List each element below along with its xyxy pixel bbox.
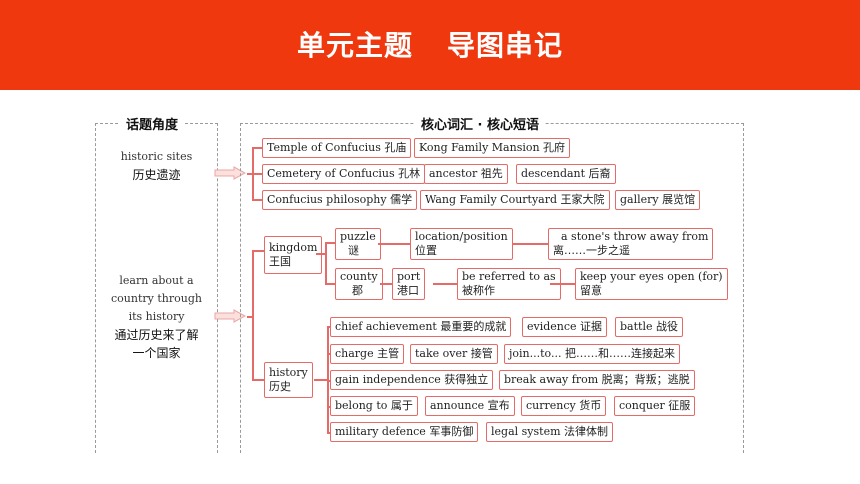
connector	[327, 406, 332, 408]
vocab-box: conquer 征服	[614, 396, 696, 416]
arrow-right-icon	[214, 309, 246, 323]
history-node: history 历史	[264, 362, 313, 398]
topic-learn-country: learn about a country through its histor…	[95, 272, 218, 362]
vocab-zh: 郡	[352, 284, 363, 297]
history-zh: 历史	[269, 380, 291, 393]
topic-panel: 话题角度	[95, 114, 218, 453]
vocab-box: Wang Family Courtyard 王家大院	[420, 190, 610, 210]
vocab-box: Kong Family Mansion 孔府	[414, 138, 571, 158]
vocab-box: Temple of Confucius 孔庙	[262, 138, 412, 158]
vocab-panel-header: 核心词汇 · 核心短语	[415, 114, 545, 133]
connector	[327, 380, 332, 382]
vocab-zh: 留意	[580, 284, 602, 297]
kingdom-node: kingdom 王国	[264, 236, 323, 274]
connector	[325, 242, 335, 244]
page-title: 单元主题 导图串记	[0, 24, 860, 64]
title-part-2: 导图串记	[447, 29, 564, 62]
vocab-en: be referred to as	[462, 270, 556, 283]
topic-en: learn about a	[119, 274, 194, 287]
connector	[252, 147, 262, 149]
vocab-box: join...to... 把……和……连接起来	[504, 344, 680, 364]
vocab-en: puzzle	[340, 230, 376, 243]
connector	[252, 379, 264, 381]
kingdom-zh: 王国	[269, 255, 291, 268]
vocab-box: county 郡	[335, 268, 383, 300]
vocab-box: keep your eyes open (for) 留意	[575, 268, 728, 300]
topic-zh: 历史遗迹	[132, 168, 181, 182]
vocab-en: port	[397, 270, 421, 283]
title-banner: 单元主题 导图串记	[0, 0, 860, 90]
vocab-box: chief achievement 最重要的成就	[330, 317, 512, 337]
vocab-box: Confucius philosophy 儒学	[262, 190, 418, 210]
vocab-box: gallery 展览馆	[615, 190, 701, 210]
connector	[247, 316, 253, 318]
connector	[325, 283, 335, 285]
vocab-en: location/position	[415, 230, 508, 243]
topic-historic-sites: historic sites 历史遗迹	[95, 148, 218, 184]
connector	[325, 242, 327, 284]
vocab-en: a stone's throw away from	[561, 230, 709, 243]
vocab-box: battle 战役	[615, 317, 683, 337]
vocab-box: evidence 证据	[522, 317, 608, 337]
connector	[327, 432, 332, 434]
kingdom-en: kingdom	[269, 241, 318, 254]
connector	[252, 199, 262, 201]
connector	[252, 250, 264, 252]
vocab-box: announce 宣布	[425, 396, 515, 416]
vocab-zh: 位置	[415, 244, 437, 257]
vocab-en: county	[340, 270, 378, 283]
vocab-box: descendant 后裔	[516, 164, 616, 184]
topic-zh: 一个国家	[132, 346, 181, 360]
vocab-box: puzzle 谜	[335, 228, 381, 260]
connector	[327, 326, 332, 328]
connector	[433, 283, 457, 285]
vocab-box: currency 货币	[521, 396, 607, 416]
connector	[327, 353, 332, 355]
vocab-box: Cemetery of Confucius 孔林	[262, 164, 426, 184]
topic-en: its history	[128, 310, 185, 323]
connector	[247, 173, 262, 175]
vocab-box: belong to 属于	[330, 396, 418, 416]
vocab-box: gain independence 获得独立	[330, 370, 494, 390]
vocab-box: legal system 法律体制	[486, 422, 614, 442]
connector	[512, 243, 548, 245]
vocab-box: charge 主管	[330, 344, 405, 364]
connector	[380, 283, 392, 285]
topic-en: historic sites	[120, 150, 193, 163]
vocab-box: break away from 脱离；背叛；逃脱	[499, 370, 695, 390]
connector	[316, 253, 326, 255]
vocab-box: port 港口	[392, 268, 426, 300]
title-part-1: 单元主题	[296, 29, 413, 62]
vocab-box: location/position 位置	[410, 228, 513, 260]
vocab-en: keep your eyes open (for)	[580, 270, 723, 283]
vocab-zh: 谜	[348, 244, 359, 257]
vocab-zh: 港口	[397, 284, 419, 297]
connector	[378, 243, 410, 245]
topic-panel-header: 话题角度	[120, 114, 185, 133]
vocab-zh: 离……一步之遥	[553, 244, 630, 257]
vocab-panel: 核心词汇 · 核心短语	[240, 114, 744, 453]
vocab-box: military defence 军事防御	[330, 422, 479, 442]
connector	[314, 379, 328, 381]
topic-en: country through	[111, 292, 202, 305]
vocab-box: ancestor 祖先	[424, 164, 508, 184]
connector	[550, 283, 575, 285]
history-en: history	[269, 366, 308, 379]
topic-zh: 通过历史来了解	[114, 328, 199, 342]
vocab-box: take over 接管	[410, 344, 498, 364]
connector	[327, 326, 329, 433]
arrow-right-icon	[214, 166, 246, 180]
vocab-zh: 被称作	[462, 284, 495, 297]
vocab-box: be referred to as 被称作	[457, 268, 561, 300]
vocab-box: a stone's throw away from 离……一步之遥	[548, 228, 714, 260]
connector	[252, 250, 254, 380]
